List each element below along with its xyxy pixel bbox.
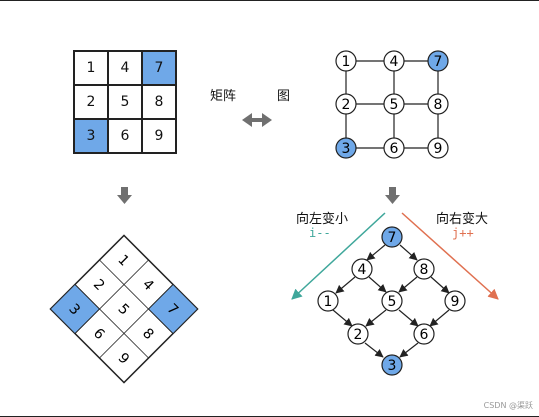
graph-label: 图: [277, 89, 291, 104]
svg-text:4: 4: [390, 54, 399, 70]
svg-text:3: 3: [388, 358, 397, 374]
directed-graph-edges: [332, 244, 450, 358]
svg-text:8: 8: [420, 262, 429, 278]
decrease-direction-arrow: [291, 212, 386, 300]
graph-node-highlighted: 3: [335, 137, 357, 159]
matrix-cell: 6: [108, 119, 142, 153]
down-arrow-icon: [117, 187, 132, 204]
matrix-cell: 9: [142, 119, 176, 153]
svg-text:8: 8: [434, 97, 443, 113]
svg-text:1: 1: [324, 294, 333, 310]
svg-text:2: 2: [354, 327, 363, 343]
graph-node: 9: [427, 137, 449, 159]
graph-node: 2: [347, 323, 369, 345]
down-arrow-icon: [385, 187, 400, 204]
graph-node: 5: [383, 93, 405, 115]
graph-node-highlighted: 7: [381, 226, 403, 248]
graph-node: 5: [381, 290, 403, 312]
graph-node: 9: [444, 290, 466, 312]
decrease-left-label: 向左变小: [296, 212, 349, 227]
grid-graph-nodes: 1 4 7 2 5 8 3 6 9: [335, 50, 449, 159]
graph-node: 1: [317, 290, 339, 312]
matrix-label: 矩阵: [210, 89, 237, 104]
matrix-cell-highlighted: 3: [74, 119, 108, 153]
graph-node: 6: [413, 323, 435, 345]
graph-node: 4: [383, 50, 405, 72]
svg-text:6: 6: [420, 327, 429, 343]
increase-direction-arrow: [401, 212, 499, 300]
graph-node: 1: [335, 50, 357, 72]
matrix-cell: 8: [142, 85, 176, 119]
svg-text:2: 2: [342, 97, 351, 113]
matrix-cell: 1: [74, 51, 108, 85]
svg-text:9: 9: [434, 141, 443, 157]
rotated-matrix: 1 4 7 2 5 8 3 6 9: [49, 234, 199, 384]
watermark: CSDN @渠跃: [483, 401, 533, 410]
matrix-cell: 2: [74, 85, 108, 119]
graph-node-highlighted: 3: [381, 354, 403, 376]
decrease-code-label: i--: [309, 226, 331, 240]
matrix-grid: 1 4 7 2 5 8 3 6 9: [73, 50, 177, 154]
directed-graph-nodes: 7 4 8 1 5 9 2 6 3: [317, 226, 466, 376]
increase-code-label: j++: [452, 226, 474, 240]
graph-node: 8: [413, 258, 435, 280]
matrix-cell-highlighted: 7: [142, 51, 176, 85]
svg-text:7: 7: [434, 54, 443, 70]
matrix-cell: 4: [108, 51, 142, 85]
graph-node: 6: [383, 137, 405, 159]
graph-node: 4: [351, 258, 373, 280]
svg-text:4: 4: [358, 262, 367, 278]
svg-text:6: 6: [390, 141, 399, 157]
svg-text:1: 1: [342, 54, 351, 70]
svg-text:9: 9: [451, 294, 460, 310]
graph-node: 2: [335, 93, 357, 115]
svg-text:5: 5: [388, 294, 397, 310]
svg-text:7: 7: [388, 230, 397, 246]
graph-node: 8: [427, 93, 449, 115]
svg-text:3: 3: [342, 141, 351, 157]
graph-node-highlighted: 7: [427, 50, 449, 72]
svg-text:5: 5: [390, 97, 399, 113]
matrix-cell: 5: [108, 85, 142, 119]
increase-right-label: 向右变大: [436, 212, 489, 227]
double-arrow-icon: [242, 113, 272, 127]
